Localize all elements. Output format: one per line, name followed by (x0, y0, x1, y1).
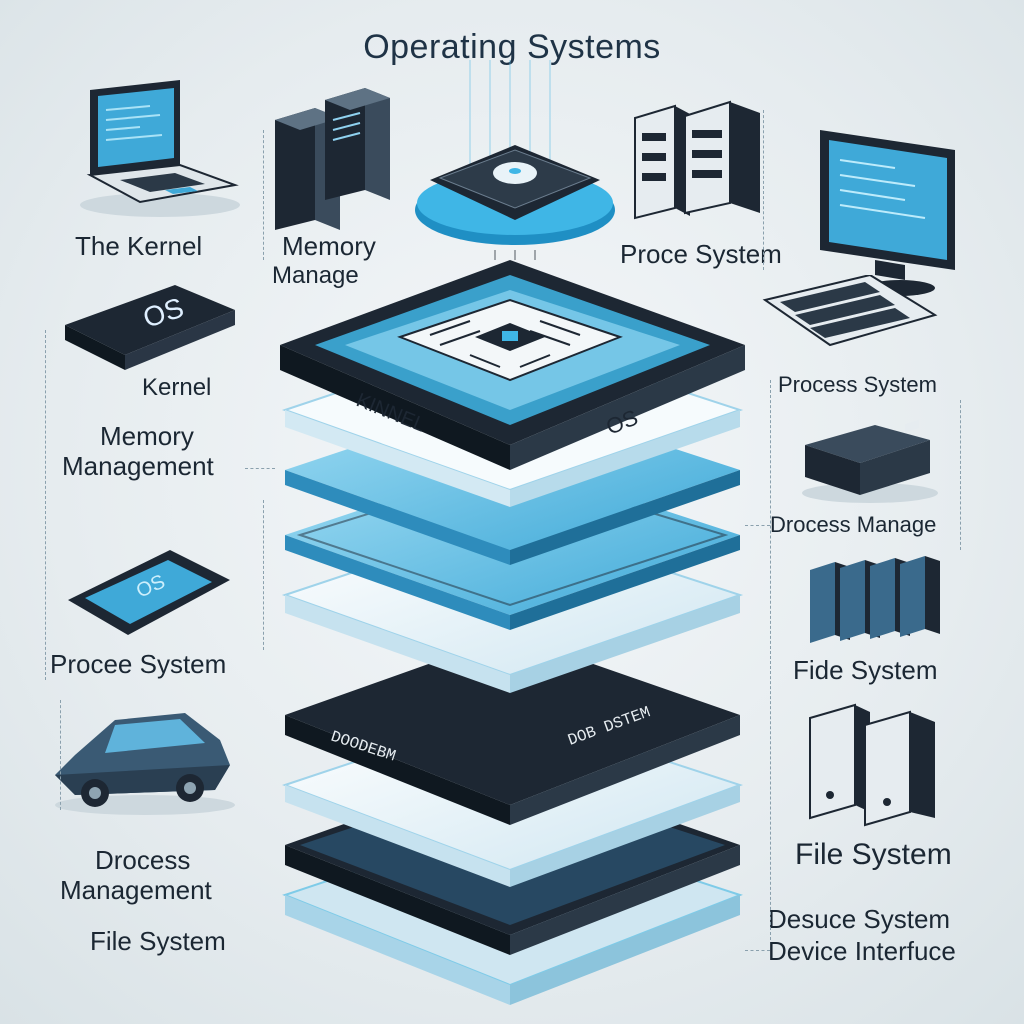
server-rack-icon (634, 100, 760, 220)
right-label-fide-system: Fide System (793, 655, 938, 685)
cpu-chip-icon (415, 60, 615, 260)
left-label-kernel: Kernel (142, 374, 212, 401)
right-label-process-system: Process System (778, 372, 937, 397)
tower-pcs-icon (809, 703, 935, 827)
right-label-file-system: File System (795, 838, 952, 871)
left-label-procee-system: Procee System (50, 649, 227, 679)
right-label-proce-system: Proce System (620, 239, 782, 269)
connector-line (745, 950, 770, 951)
center-label-memory: Memory (282, 231, 376, 261)
page-title: Operating Systems (363, 28, 661, 66)
left-label-memory: Memory (100, 421, 194, 451)
connector-line (960, 400, 961, 550)
right-label-device-interfuce: Device Interfuce (768, 936, 956, 966)
layer-kernel-top: KINNEL OS (280, 260, 745, 470)
os-drive-icon: OS (65, 285, 235, 370)
left-label-drocess-management: Management (60, 875, 212, 905)
file-servers-icon (810, 556, 940, 643)
keyboard-icon (762, 275, 938, 347)
tablet-os-icon: OS (68, 550, 230, 635)
car-icon (55, 713, 235, 815)
left-label-the-kernel: The Kernel (75, 231, 203, 261)
laptop-icon (80, 80, 240, 217)
left-label-management: Management (62, 451, 214, 481)
server-tower-icon (275, 88, 390, 230)
center-label-manage: Manage (272, 262, 359, 289)
left-label-drocess: Drocess (95, 845, 191, 875)
layer-dark-mid: DOODEBM DOB DSTEM (285, 635, 740, 825)
storage-box-icon (802, 419, 938, 503)
right-label-desuce-system: Desuce System (768, 904, 951, 934)
connector-line (770, 380, 771, 940)
monitor-icon (820, 130, 955, 296)
left-label-file-system: File System (90, 926, 226, 956)
connector-line (263, 500, 264, 650)
connector-line (745, 525, 770, 526)
connector-line (763, 110, 764, 270)
connector-line (45, 330, 46, 680)
right-label-drocess-manage: Drocess Manage (770, 512, 937, 537)
os-layer-stack: DOODEBM DOB DSTEM KINNE (280, 260, 745, 1005)
connector-line (245, 468, 275, 469)
connector-line (263, 130, 264, 260)
connector-line (60, 700, 61, 810)
